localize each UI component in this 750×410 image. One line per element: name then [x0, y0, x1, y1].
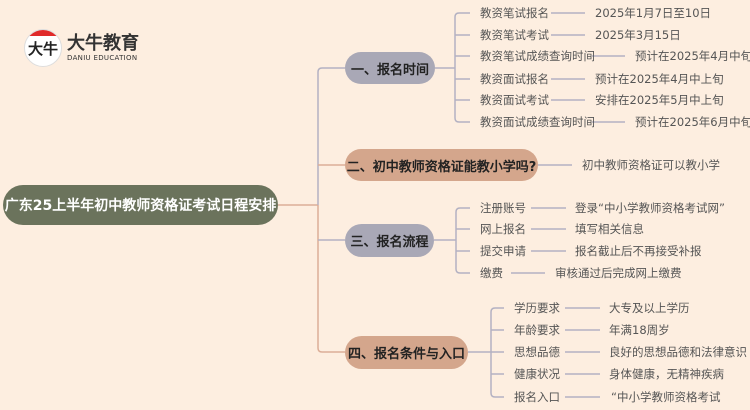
logo-subtitle: DANIU EDUCATION: [67, 54, 138, 62]
leaf-value[interactable]: 预计在2025年6月中旬: [635, 115, 750, 129]
logo-mark-text: 大牛: [27, 39, 58, 58]
leaf-label[interactable]: 思想品德: [514, 345, 560, 359]
leaf-value[interactable]: 安排在2025年5月中上旬: [595, 93, 724, 107]
leaf-label[interactable]: 健康状况: [514, 367, 560, 381]
leaf-value[interactable]: 大专及以上学历: [609, 301, 690, 315]
root-node[interactable]: 广东25上半年初中教师资格证考试日程安排: [3, 185, 278, 225]
leaf-value[interactable]: 预计在2025年4月中上旬: [595, 72, 724, 86]
leaf-value[interactable]: 2025年3月15日: [595, 28, 681, 42]
leaf-label[interactable]: 教资面试考试: [480, 93, 549, 107]
leaf-label[interactable]: 提交申请: [480, 244, 526, 258]
leaf-label[interactable]: 网上报名: [480, 222, 526, 236]
branch-conditions-entry[interactable]: 四、报名条件与入口: [345, 336, 468, 369]
leaf-value[interactable]: 审核通过后完成网上缴费: [555, 266, 682, 280]
leaf-label[interactable]: 教资面试成绩查询时间: [480, 115, 595, 129]
leaf-value[interactable]: 预计在2025年4月中旬: [635, 49, 750, 63]
leaf-value[interactable]: 报名截止后不再接受补报: [575, 244, 702, 258]
branch-registration-time[interactable]: 一、报名时间: [345, 52, 435, 84]
leaf-value[interactable]: 填写相关信息: [575, 222, 644, 236]
leaf-value[interactable]: 登录“中小学教师资格考试网”: [575, 201, 725, 215]
leaf-label[interactable]: 报名入口: [514, 390, 560, 404]
leaf-value[interactable]: 年满18周岁: [609, 323, 670, 337]
branch-registration-process[interactable]: 三、报名流程: [345, 224, 434, 257]
brand-logo: 大牛 大牛教育 DANIU EDUCATION: [24, 29, 139, 67]
leaf-label[interactable]: 教资笔试成绩查询时间: [480, 49, 595, 63]
leaf-value[interactable]: 身体健康，无精神疾病: [609, 367, 724, 381]
leaf-label[interactable]: 学历要求: [514, 301, 560, 315]
branch-can-teach-primary[interactable]: 二、初中教师资格证能教小学吗?: [345, 149, 538, 181]
leaf-label[interactable]: 年龄要求: [514, 323, 560, 337]
leaf-value[interactable]: 初中教师资格证可以教小学: [582, 158, 720, 172]
leaf-label[interactable]: 教资笔试报名: [480, 6, 549, 20]
logo-name: 大牛教育: [67, 33, 139, 54]
leaf-value[interactable]: “中小学教师资格考试: [611, 390, 721, 404]
leaf-value[interactable]: 良好的思想品德和法律意识: [609, 345, 747, 359]
leaf-value[interactable]: 2025年1月7日至10日: [595, 6, 712, 20]
leaf-label[interactable]: 注册账号: [480, 201, 526, 215]
leaf-label[interactable]: 教资面试报名: [480, 72, 549, 86]
logo-mark-icon: 大牛: [24, 29, 62, 67]
leaf-label[interactable]: 缴费: [480, 266, 503, 280]
leaf-label[interactable]: 教资笔试考试: [480, 28, 549, 42]
